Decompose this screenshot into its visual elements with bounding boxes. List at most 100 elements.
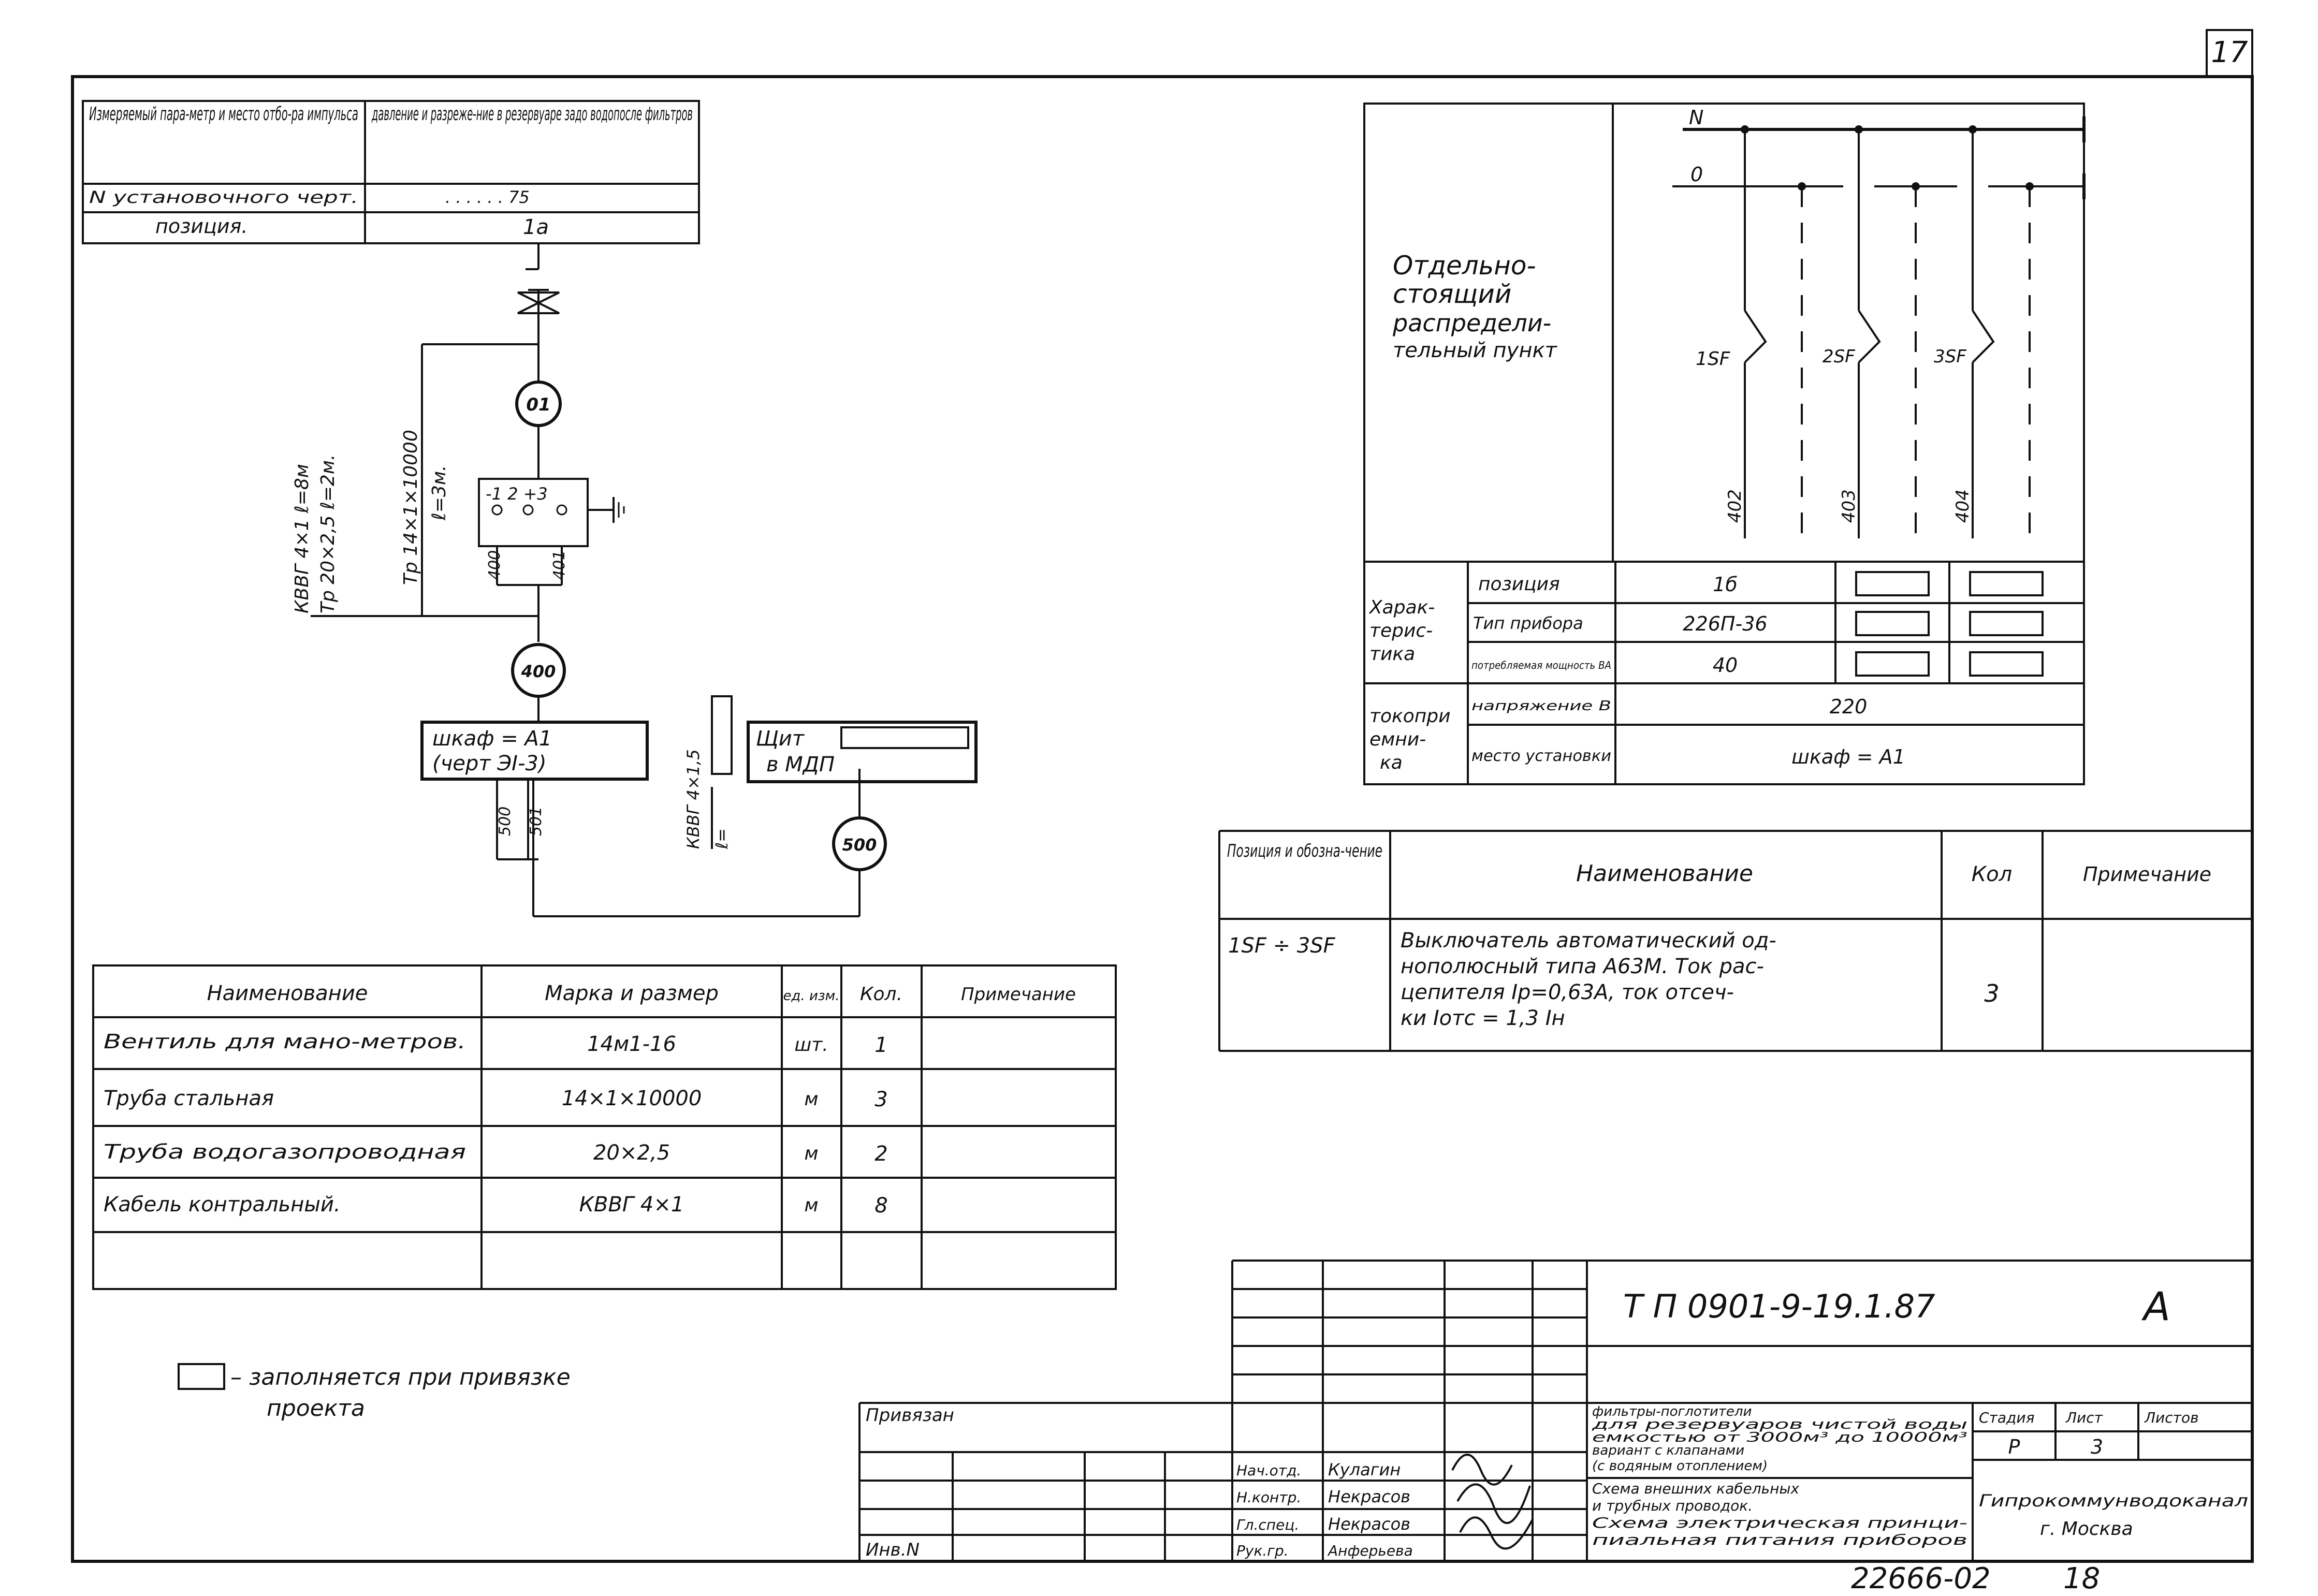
mat-header-unit: ед. изм. [783,988,839,1004]
cable-mid-label: КВВГ 4×1,5 [683,749,703,849]
tb-desc-2: для резервуаров чистой воды [1591,1417,1967,1432]
tb-dwg-2: и трубных проводок. [1592,1497,1753,1514]
mat-row-3-qty: 2 [874,1142,887,1166]
dp-row-position-label: позиция [1478,574,1560,595]
tb-name-1: Кулагин [1328,1460,1401,1480]
panel-mdp-box [747,721,978,783]
spec-header-note: Примечание [2083,863,2211,886]
terminal-numbers: -1 2 +3 [486,484,548,504]
page-number-box [2206,29,2253,78]
archive-number: 22666-02 [1851,1562,1991,1595]
dp-row-voltage-value: 220 [1830,695,1868,718]
tb-desc-1: фильтры-поглотители [1592,1404,1752,1419]
tube-label: Тр 14×1×10000 [400,430,421,585]
group-label-4: токопри [1369,706,1451,727]
tb-sheet-header: Лист [2065,1409,2103,1426]
doc-code: Т П 0901-9-19.1.87 [1623,1287,1935,1325]
distribution-point: Отдельно- стоящий распредели- тельный пу… [1363,103,2086,785]
breaker-1sf-icon [1744,310,1767,363]
impulse-param-value: давление и разреже-ние в резервуаре задо… [372,104,693,125]
legend-text-2: проекта [267,1395,365,1422]
dp-title-3: распредели- [1392,309,1551,337]
mat-row-3-brand: 20×2,5 [593,1141,670,1165]
mat-row-2-brand: 14×1×10000 [562,1087,702,1110]
mat-row-2-name: Труба стальная [104,1087,274,1110]
group-label-1: Харак- [1368,597,1435,618]
install-drawing-label: N установочного черт. [89,187,358,207]
spec-row-qty: 3 [1984,979,1999,1007]
dp-title-1: Отдельно- [1393,251,1536,281]
instrument-01-label: 01 [526,394,550,415]
bus-0-label: 0 [1690,163,1703,186]
mat-row-2-qty: 3 [874,1088,887,1111]
tb-dwg-4: пиальная питания приборов [1592,1531,1967,1548]
legend-text-1: – заполняется при привязке [230,1364,571,1390]
terminal-block [478,478,589,547]
wire-500-label: 500 [496,807,514,836]
mat-row-4-brand: КВВГ 4×1 [579,1193,684,1217]
mat-row-4-qty: 8 [874,1194,887,1218]
dp-row-position-value: 1б [1713,573,1738,596]
tb-desc-3: емкостью от 3000м³ до 10000м³ [1592,1430,1967,1445]
wiring-scheme: 01 -1 2 +3 400 401 400 шкаф = А1 (черт Э… [291,243,978,917]
mat-row-3-unit: м [804,1143,818,1164]
mat-row-2-unit: м [804,1089,818,1110]
tb-stage-header: Стадия [1979,1409,2034,1426]
dp-row-type-label: Тип прибора [1473,613,1583,633]
tb-name-4: Анферьева [1327,1542,1413,1559]
tb-inv: Инв.N [866,1540,920,1560]
spec-row-pos: 1SF ÷ 3SF [1228,934,1336,958]
group-label-2: терис- [1369,620,1433,641]
position-label: позиция. [155,215,248,238]
tb-sheet: 3 [2091,1436,2103,1458]
spec-header-name: Наименование [1576,860,1753,887]
wire-400-label: 400 [486,550,504,580]
tube-length: ℓ=3м. [429,465,450,521]
spec-header-qty: Кол [1972,862,2012,886]
dp-row-power-value: 40 [1713,654,1738,677]
tb-name-2: Некрасов [1328,1487,1410,1506]
wire-401-label: 401 [550,550,568,580]
signature-marks [1451,1454,1534,1550]
mat-row-4-name: Кабель контральный. [104,1193,341,1217]
spec-row-name-3: цепителя Ip=0,63А, ток отсеч- [1401,980,1734,1004]
archive-page: 18 [2063,1562,2100,1595]
tb-desc-4: вариант с клапанами [1592,1443,1744,1458]
impulse-table: Измеряемый пара-метр и место отбо-ра имп… [82,100,700,244]
group-label-3: тика [1369,643,1415,665]
instrument-500-label: 500 [842,835,877,855]
impulse-param-label: Измеряемый пара-метр и место отбо-ра имп… [89,104,358,125]
spec-row-name-1: Выключатель автоматический од- [1401,929,1776,953]
spec-row-name-2: нополюсный типа А63М. Ток рас- [1401,955,1764,978]
dp-row-power-label: потребляемая мощность ВА [1471,659,1611,671]
position-value: 1а [523,215,549,239]
cabinet-a1-drawing: (черт ЭI-3) [432,752,546,775]
format-letter: А [2141,1283,2170,1329]
dp-row-voltage-label: напряжение В [1471,698,1611,714]
valve-icon [517,291,560,314]
cable-404-label: 404 [1952,489,1973,523]
tb-role-2: Н.контр. [1236,1489,1301,1506]
dp-row-type-value: 226П-36 [1683,612,1767,635]
bus-n-label: N [1689,106,1703,129]
tb-stage: Р [2008,1436,2020,1458]
mat-row-4-unit: м [804,1195,818,1216]
cabinet-a1-box [420,721,649,781]
cable-mid-length: ℓ= [712,828,732,850]
group-label-6: ка [1380,752,1403,773]
breaker-2sf-icon [1858,310,1881,363]
mat-row-1-unit: шт. [794,1034,828,1056]
mat-header-brand: Марка и размер [545,982,719,1005]
breaker-3sf-icon [1972,310,1995,363]
legend-box [178,1363,225,1390]
cabinet-a1-label: шкаф = А1 [432,727,552,751]
sheet-frame [71,75,2254,1563]
mat-row-3-name: Труба водогазопроводная [104,1140,466,1163]
cable-402-label: 402 [1725,489,1745,523]
fill-in-field-vertical [711,695,733,775]
spec-row-name-4: ки Iотс = 1,3 Iн [1401,1006,1565,1030]
install-drawing-value: . . . . . . 75 [445,187,530,207]
tb-name-3: Некрасов [1328,1514,1410,1534]
left-pipe-label: Тр 20×2,5 ℓ=2м. [317,455,339,614]
